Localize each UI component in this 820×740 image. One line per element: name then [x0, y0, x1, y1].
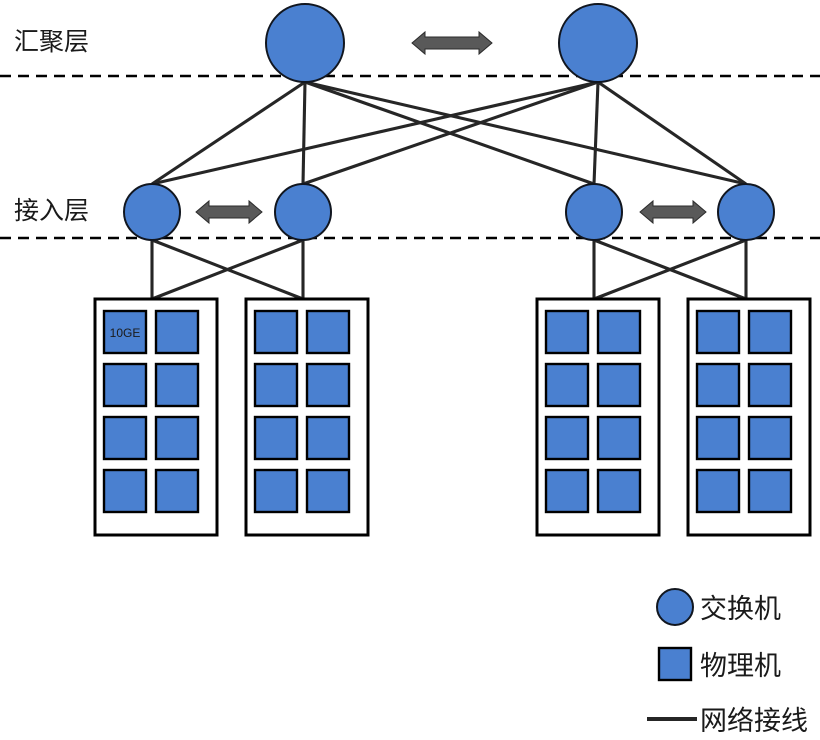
physical-server[interactable]	[154, 362, 200, 408]
network-link-agg-2-acc-3	[592, 81, 600, 185]
peer-link-arrow	[639, 199, 707, 225]
network-link-agg-1-acc-2	[301, 81, 307, 185]
physical-server[interactable]	[695, 309, 741, 355]
legend-switch-label: 交换机	[700, 594, 781, 624]
rack-group: 10GE	[93, 297, 812, 537]
physical-server[interactable]	[747, 309, 793, 355]
peer-link-arrow	[195, 199, 263, 225]
physical-server[interactable]	[154, 468, 200, 514]
physical-server[interactable]	[544, 415, 590, 461]
network-link-agg-2-acc-2	[302, 80, 599, 186]
physical-server[interactable]	[102, 468, 148, 514]
rack: 10GE	[93, 297, 219, 537]
access-switch-node[interactable]	[717, 183, 775, 241]
aggregation-switch-node[interactable]	[265, 3, 345, 83]
physical-server[interactable]	[253, 468, 299, 514]
physical-server[interactable]	[305, 362, 351, 408]
legend-server-label: 物理机	[700, 651, 781, 681]
peer-arrow-group	[195, 30, 707, 225]
physical-server[interactable]	[154, 309, 200, 355]
access-switch-node[interactable]	[565, 183, 623, 241]
access-switch-node[interactable]	[123, 183, 181, 241]
network-link-agg-2-acc-1	[151, 80, 599, 186]
network-link-acc-4-rack-3	[593, 238, 747, 301]
network-link-agg-2-acc-4	[597, 80, 747, 186]
rack	[686, 297, 812, 537]
physical-server[interactable]	[695, 415, 741, 461]
physical-server[interactable]	[154, 415, 200, 461]
physical-server[interactable]	[253, 415, 299, 461]
switch-group	[123, 3, 775, 241]
physical-server[interactable]	[596, 415, 642, 461]
physical-server[interactable]	[747, 468, 793, 514]
physical-server[interactable]	[695, 362, 741, 408]
physical-server[interactable]	[305, 415, 351, 461]
physical-server[interactable]	[102, 415, 148, 461]
physical-server[interactable]	[747, 415, 793, 461]
network-link-agg-1-acc-4	[304, 80, 747, 186]
layer-label-aggregation: 汇聚层	[14, 29, 89, 56]
aggregation-switch-node[interactable]	[558, 3, 638, 83]
physical-server[interactable]	[747, 362, 793, 408]
physical-server[interactable]	[102, 362, 148, 408]
peer-link-arrow	[411, 30, 493, 56]
physical-server[interactable]	[695, 468, 741, 514]
physical-server[interactable]	[253, 309, 299, 355]
server-port-label: 10GE	[110, 326, 141, 340]
physical-server[interactable]	[102, 309, 148, 355]
legend-switch-icon	[656, 588, 694, 626]
physical-server[interactable]	[253, 362, 299, 408]
physical-server[interactable]	[596, 309, 642, 355]
legend-link-label: 网络接线	[700, 706, 808, 736]
physical-server[interactable]	[544, 468, 590, 514]
physical-server[interactable]	[596, 468, 642, 514]
physical-server[interactable]	[305, 468, 351, 514]
uplink-link-group	[151, 80, 747, 186]
rack	[244, 297, 370, 537]
physical-server[interactable]	[544, 362, 590, 408]
network-link-agg-1-acc-1	[151, 80, 306, 186]
layer-label-access: 接入层	[14, 197, 89, 225]
physical-server[interactable]	[305, 309, 351, 355]
rack	[535, 297, 661, 537]
network-link-acc-2-rack-1	[151, 238, 304, 301]
physical-server[interactable]	[596, 362, 642, 408]
rack-link-group	[150, 238, 748, 301]
legend-server-icon	[657, 646, 693, 682]
physical-server[interactable]	[544, 309, 590, 355]
layer-boundary-group	[0, 74, 820, 240]
access-switch-node[interactable]	[274, 183, 332, 241]
